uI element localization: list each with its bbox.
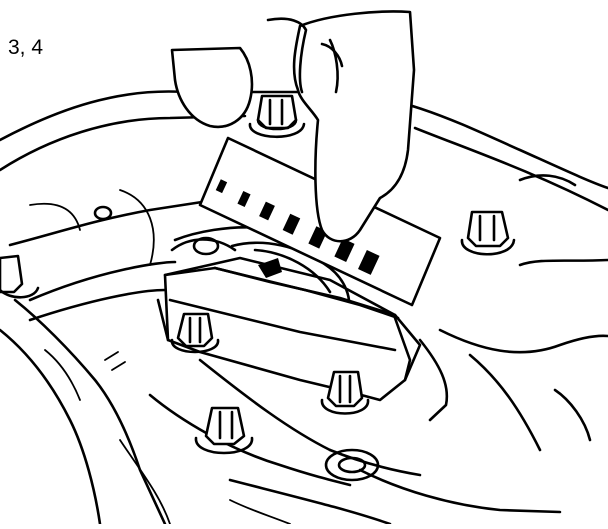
engine-block-outline: [0, 90, 608, 526]
finger-right: [266, 10, 416, 243]
bolt-cap-left: [170, 312, 220, 354]
bolt-top: [248, 94, 306, 139]
bolt-right: [460, 210, 516, 256]
rod-cap: [156, 236, 422, 402]
step-label: 3, 4: [8, 36, 44, 59]
oil-hole: [93, 205, 113, 221]
bolt-bottom: [194, 406, 254, 455]
bolt-left: [0, 254, 40, 299]
bolt-cap-right: [320, 370, 370, 415]
finger-left: [170, 46, 254, 129]
main-bearing-frame: [28, 260, 449, 487]
